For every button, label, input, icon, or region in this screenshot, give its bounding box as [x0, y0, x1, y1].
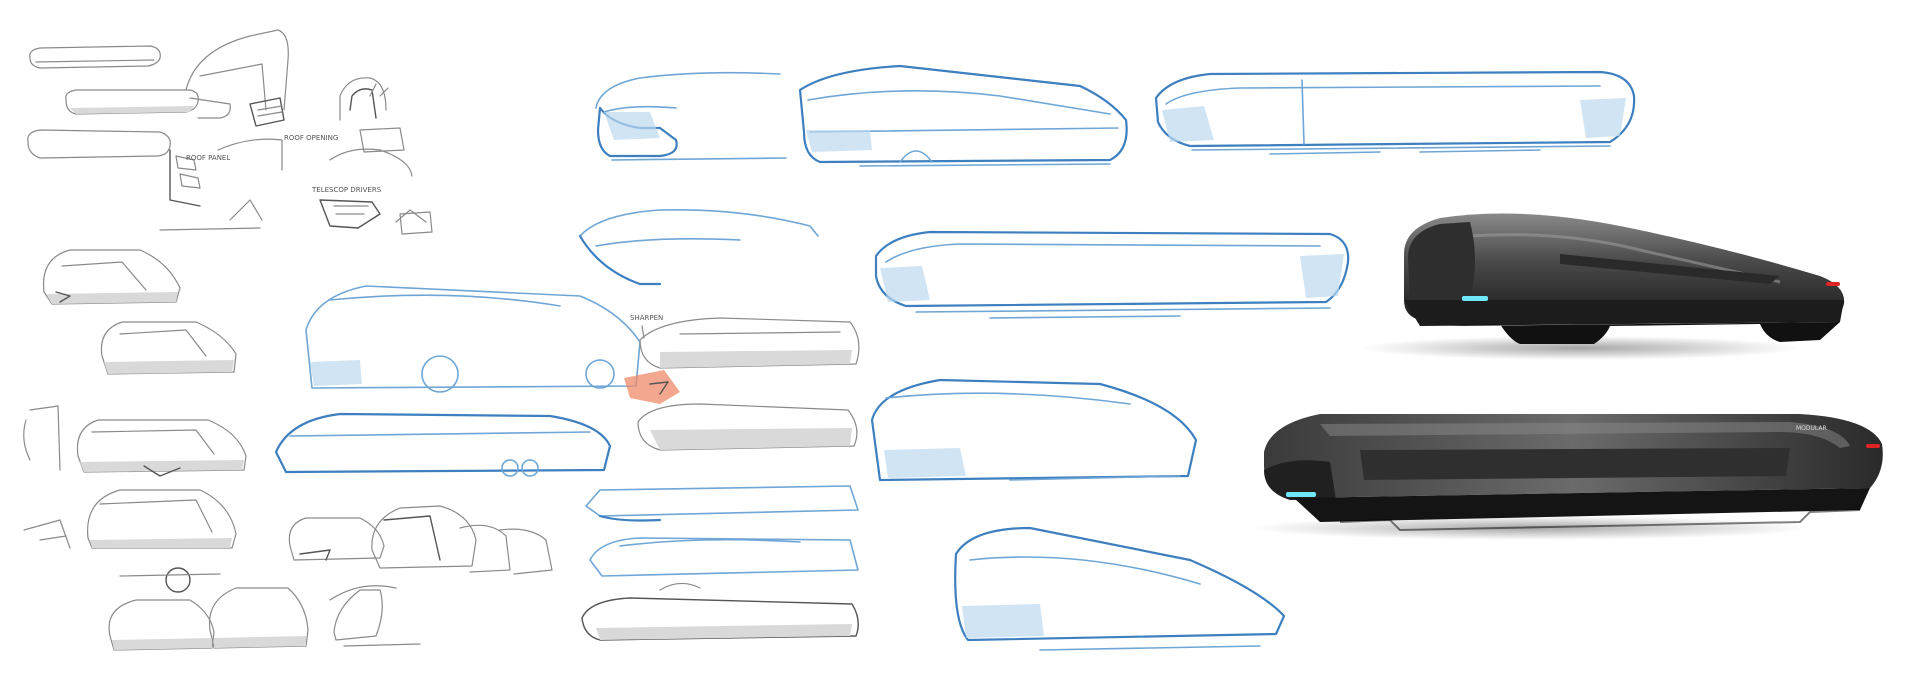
pencil-thumbnail-group-left-mid: [23, 249, 309, 651]
pencil-sketch-hatch-open: [329, 77, 413, 177]
pencil-sketch-pod-2: [65, 89, 199, 115]
pencil-sketch-lowpod-2: [637, 403, 858, 451]
pencil-sketch-lowpod-1: [639, 317, 860, 369]
note-roof-opening: ROOF OPENING: [284, 134, 338, 142]
note-marker-callout: SHARPEN: [630, 314, 663, 322]
render-vehicle-side: [1360, 213, 1845, 360]
pencil-sketch-pod-open-2: [371, 505, 553, 575]
pencil-sketch-pod-open-3: [329, 585, 421, 647]
blue-sketch-vehicle-1: [595, 71, 787, 161]
blue-sketch-vehicle-2: [798, 64, 1128, 167]
blue-sketch-vehicle-6: [274, 412, 612, 477]
pencil-sketch-cab-front-3: [76, 419, 247, 477]
blue-sketch-vehicle-11: [954, 526, 1286, 651]
blue-sketch-vehicle-8: [585, 485, 859, 522]
pencil-sketch-cab-front-5: [108, 587, 309, 651]
taillight-long: [1866, 444, 1880, 448]
blue-sketch-vehicle-4: [578, 209, 819, 286]
blue-sketch-vehicle-5: [874, 230, 1350, 319]
pencil-sketch-cab-front-1: [42, 249, 181, 305]
taillight: [1826, 282, 1840, 286]
blue-sketch-vehicle-7: [870, 378, 1198, 482]
blue-sketch-bus-large: [305, 285, 641, 393]
pencil-thumbnail-group-top-center: ROOF OPENING TELESCOP DRIVERS: [284, 77, 433, 235]
pencil-sketch-cab-front-4: [87, 489, 237, 593]
pencil-sketch-seat: [319, 199, 433, 235]
pencil-thumbnail-group-top-left: ROOF PANEL: [27, 29, 289, 231]
pencil-sketch-opening-door: [185, 29, 289, 127]
blue-sketch-vehicle-9: [589, 537, 859, 577]
headlight: [1462, 296, 1488, 301]
headlight-long: [1286, 492, 1316, 497]
pencil-sketch-pod-1: [29, 45, 161, 69]
render-badge: MODULAR: [1796, 425, 1827, 432]
pencil-sketch-stair-detail: [159, 138, 283, 231]
pencil-sketch-pod-open-1: [288, 517, 385, 561]
pencil-thumbnail-group-center-bottom: [288, 505, 553, 647]
pencil-sketch-frame-study: [23, 405, 71, 549]
pencil-sketch-pod-3: [27, 129, 171, 159]
blue-sketch-vehicle-3: [1154, 70, 1636, 155]
pencil-sketch-vehicle-10: [581, 582, 859, 641]
render-vehicle-long: MODULAR: [1250, 414, 1883, 540]
blue-sketch-group: SHARPEN: [274, 64, 1636, 651]
note-seat-detail: TELESCOP DRIVERS: [311, 186, 382, 194]
marker-callout: SHARPEN: [624, 314, 680, 404]
pencil-sketch-cab-front-2: [100, 321, 237, 375]
note-roof-panel: ROOF PANEL: [186, 154, 230, 162]
